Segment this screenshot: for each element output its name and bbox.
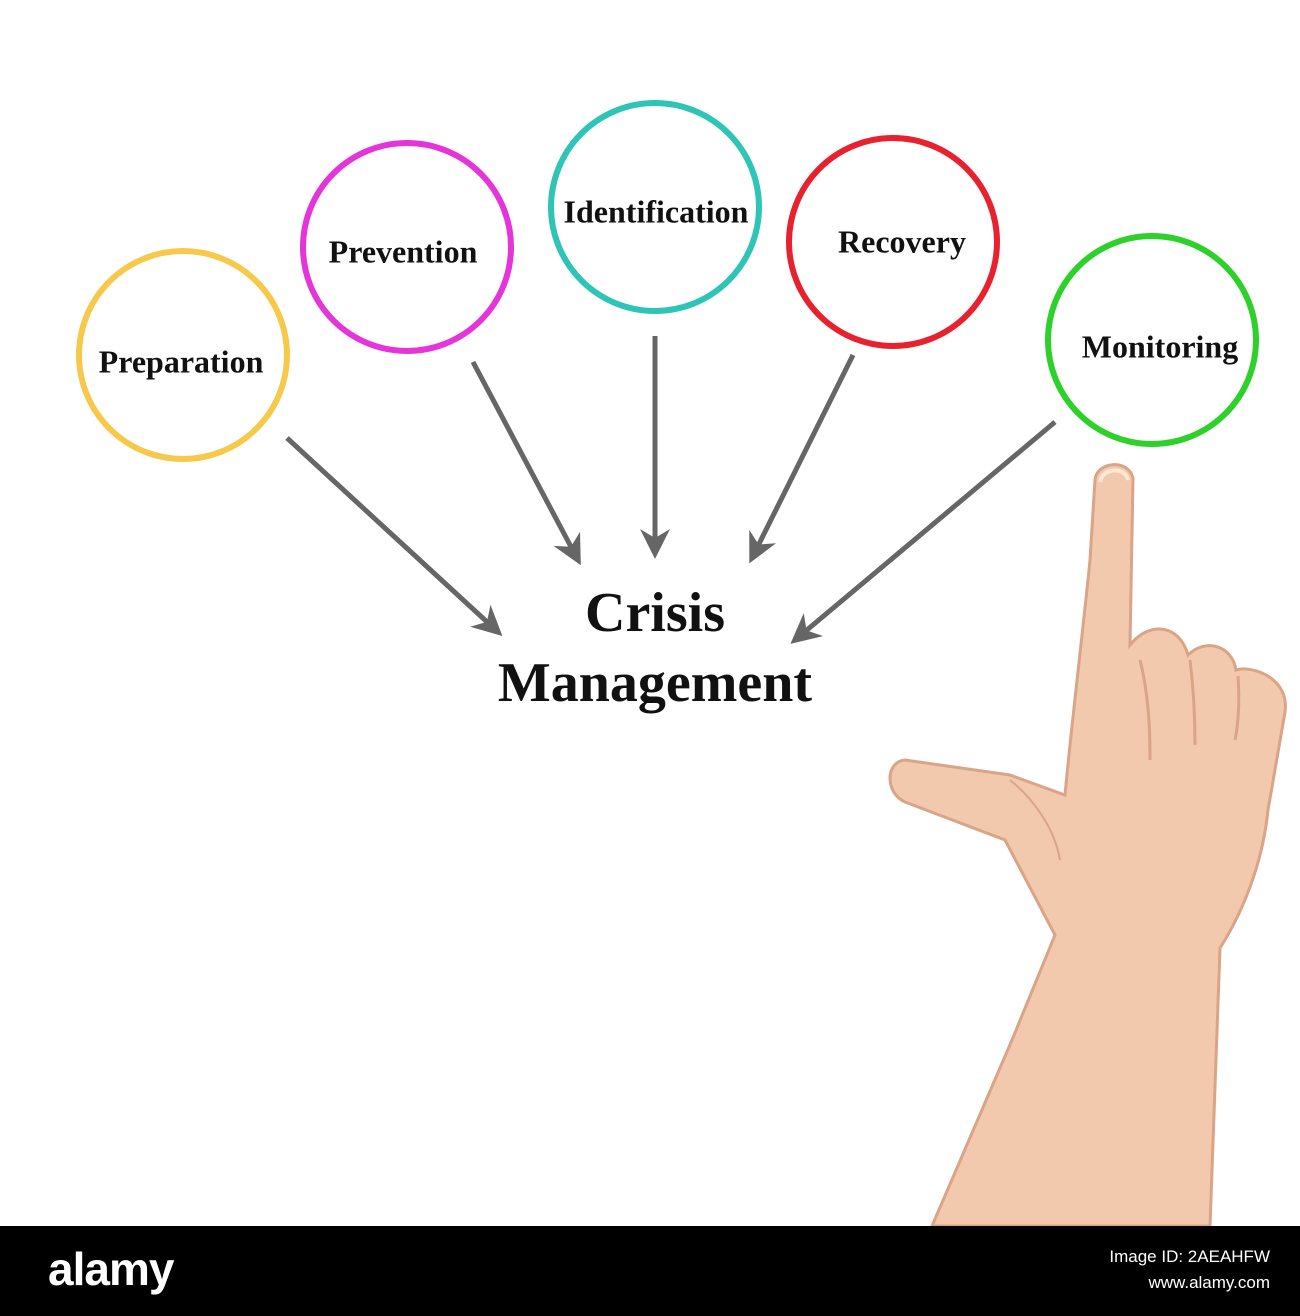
node-circle-recovery	[786, 135, 1000, 349]
node-label-monitoring: Monitoring	[1081, 328, 1239, 365]
watermark-footer: alamy Image ID: 2AEAHFW www.alamy.com	[0, 1226, 1300, 1316]
node-circle-monitoring	[1045, 233, 1259, 447]
site-url-text: www.alamy.com	[1148, 1273, 1270, 1292]
center-title: Crisis Management	[498, 578, 812, 718]
arrow-recovery	[749, 353, 856, 564]
arrow-preparation	[285, 436, 503, 637]
diagram-svg	[76, 100, 1287, 1228]
node-label-identification: Identification	[563, 193, 749, 230]
alamy-logo: alamy	[48, 1243, 174, 1295]
diagram-canvas: Preparation Prevention Identification Re…	[76, 100, 1287, 1228]
node-circle-preparation	[76, 248, 290, 462]
image-id-text: Image ID: 2AEAHFW	[1109, 1247, 1270, 1266]
node-label-prevention: Prevention	[328, 233, 478, 270]
center-title-line2: Management	[497, 652, 813, 714]
arrow-monitoring	[790, 420, 1057, 644]
node-label-preparation: Preparation	[98, 343, 264, 380]
node-label-recovery: Recovery	[838, 223, 966, 260]
node-circle-prevention	[300, 140, 514, 354]
node-circle-identification	[548, 100, 762, 314]
arrow-prevention	[470, 360, 581, 566]
pointing-hand-icon	[888, 463, 1287, 1228]
center-title-line1: Crisis	[585, 582, 725, 644]
footer-info: Image ID: 2AEAHFW www.alamy.com	[1109, 1244, 1270, 1296]
